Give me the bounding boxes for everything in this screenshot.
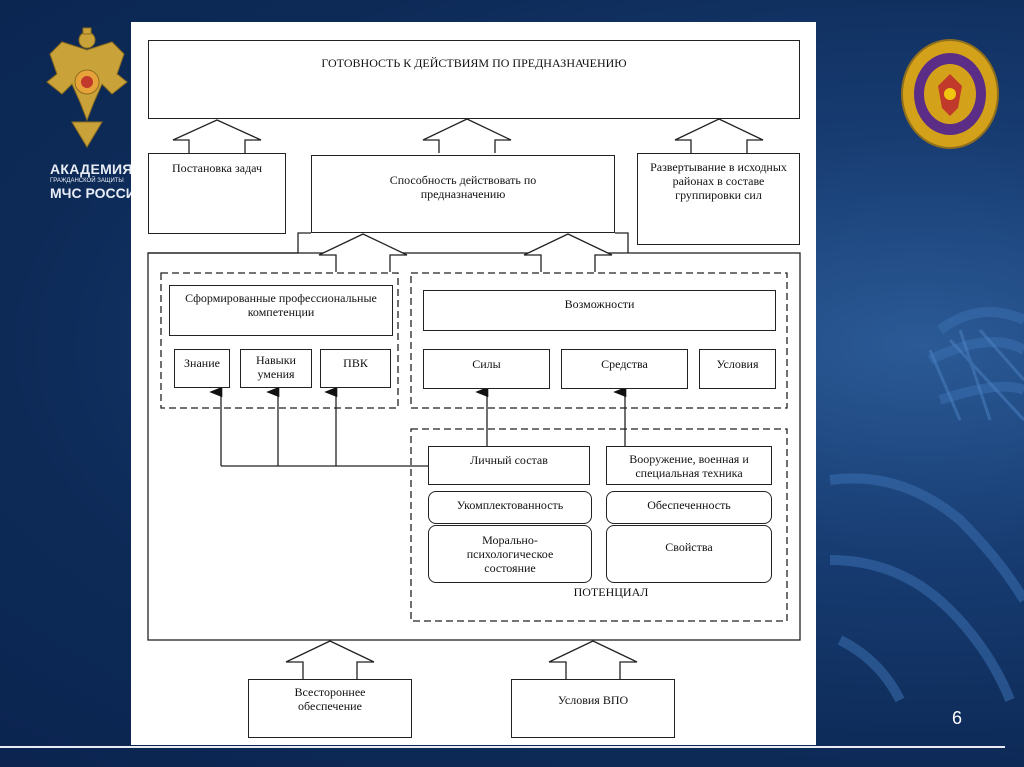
weapons-box: Вооружение, военная и специальная техник… bbox=[606, 446, 772, 485]
forces-box: Силы bbox=[423, 349, 550, 389]
academy-line2: ГРАЖДАНСКОЙ ЗАЩИТЫ bbox=[50, 178, 124, 184]
personnel-text: Личный состав bbox=[470, 453, 548, 467]
properties-text: Свойства bbox=[665, 540, 713, 554]
diagram-connectors bbox=[147, 118, 801, 679]
knowledge-box: Знание bbox=[174, 349, 230, 388]
possibilities-text: Возможности bbox=[564, 297, 635, 311]
properties-box: Свойства bbox=[606, 525, 772, 583]
capability-text: Способность действовать по предназначени… bbox=[389, 173, 537, 201]
provision-text: Обеспеченность bbox=[647, 498, 731, 512]
knowledge-text: Знание bbox=[184, 356, 220, 370]
vpo-box: Условия ВПО bbox=[511, 679, 675, 738]
academy-line1: АКАДЕМИЯ bbox=[50, 161, 133, 177]
possibilities-box: Возможности bbox=[423, 290, 776, 331]
manning-text: Укомплектованность bbox=[456, 498, 564, 512]
academy-logo-text: АКАДЕМИЯ ГРАЖДАНСКОЙ ЗАЩИТЫ МЧС РОССИИ bbox=[50, 162, 146, 200]
readiness-text: ГОТОВНОСТЬ К ДЕЙСТВИЯМ ПО ПРЕДНАЗНАЧЕНИЮ bbox=[321, 56, 627, 70]
competencies-box: Сформированные профессиональные компетен… bbox=[169, 285, 393, 336]
capability-box: Способность действовать по предназначени… bbox=[311, 155, 615, 233]
skills-text: Навыки умения bbox=[256, 353, 296, 381]
academy-line3: МЧС РОССИИ bbox=[50, 185, 146, 201]
moral-box: Морально-психологическое состояние bbox=[428, 525, 592, 583]
deployment-text: Развертывание в исходных районах в соста… bbox=[650, 160, 787, 202]
weapons-text: Вооружение, военная и специальная техник… bbox=[629, 452, 749, 480]
department-badge-icon bbox=[901, 39, 999, 149]
page-number: 6 bbox=[952, 708, 963, 728]
conditions-text: Условия bbox=[716, 357, 759, 371]
personnel-box: Личный состав bbox=[428, 446, 590, 485]
conditions-box: Условия bbox=[699, 349, 776, 389]
pvk-box: ПВК bbox=[320, 349, 391, 388]
task-setting-box: Постановка задач bbox=[148, 153, 286, 234]
support-text: Всестороннее обеспечение bbox=[294, 685, 366, 713]
provision-box: Обеспеченность bbox=[606, 491, 772, 524]
potential-label: ПОТЕНЦИАЛ bbox=[573, 585, 649, 599]
bottom-divider bbox=[0, 746, 1005, 748]
readiness-box: ГОТОВНОСТЬ К ДЕЙСТВИЯМ ПО ПРЕДНАЗНАЧЕНИЮ bbox=[148, 40, 800, 119]
vpo-text: Условия ВПО bbox=[557, 693, 629, 707]
competencies-text: Сформированные профессиональные компетен… bbox=[185, 291, 377, 319]
manning-box: Укомплектованность bbox=[428, 491, 592, 524]
deployment-box: Развертывание в исходных районах в соста… bbox=[637, 153, 800, 245]
mchs-emblem-icon bbox=[46, 27, 128, 148]
support-box: Всестороннее обеспечение bbox=[248, 679, 412, 738]
skills-box: Навыки умения bbox=[240, 349, 312, 388]
task-setting-text: Постановка задач bbox=[171, 161, 263, 175]
means-box: Средства bbox=[561, 349, 688, 389]
moral-text: Морально-психологическое состояние bbox=[466, 533, 554, 575]
means-text: Средства bbox=[601, 357, 648, 371]
pvk-text: ПВК bbox=[343, 356, 368, 370]
diagram-sheet: ГОТОВНОСТЬ К ДЕЙСТВИЯМ ПО ПРЕДНАЗНАЧЕНИЮ… bbox=[131, 22, 816, 745]
forces-text: Силы bbox=[472, 357, 501, 371]
